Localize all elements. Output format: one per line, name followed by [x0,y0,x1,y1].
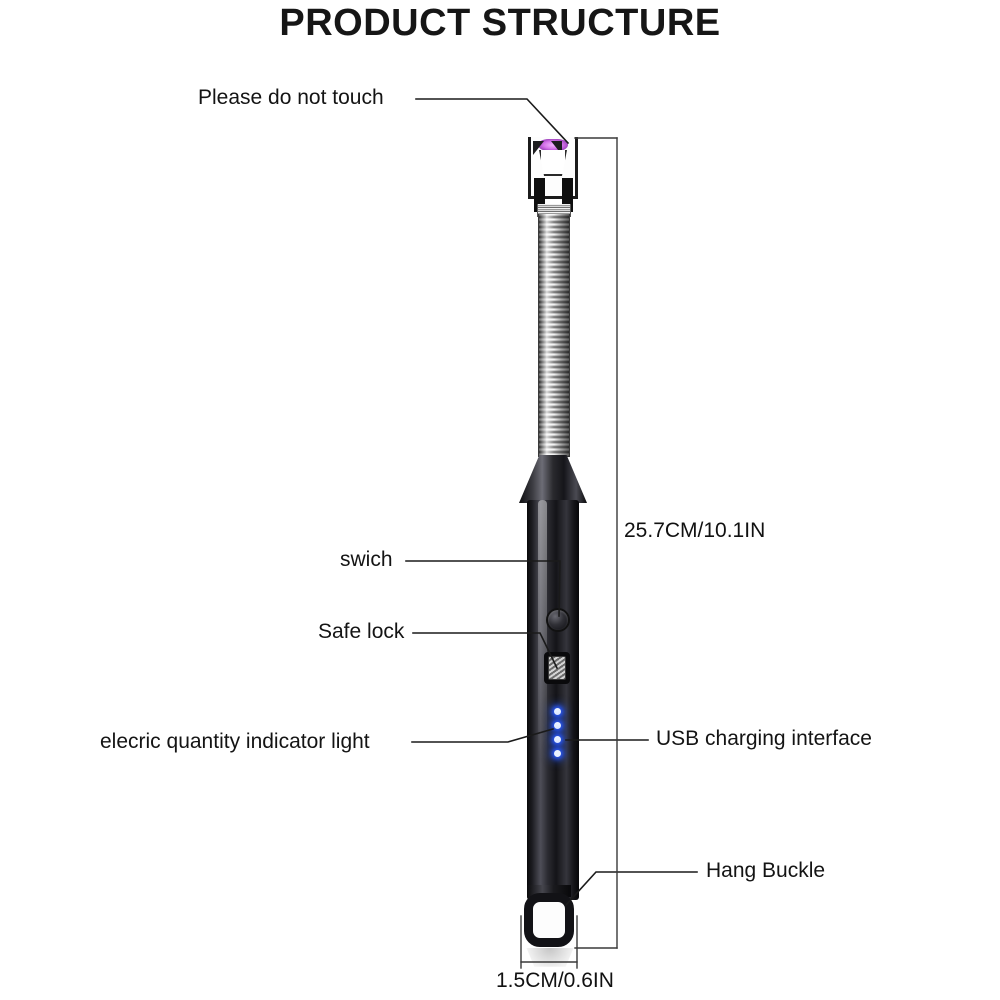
lighter-body [527,500,579,900]
callout-label-hang-buckle: Hang Buckle [706,859,826,882]
neck-ferrule [537,204,571,217]
electrode-left-icon [533,141,544,155]
power-switch-button[interactable] [548,610,568,630]
head-prong-left [534,178,545,212]
leader-safe-lock [412,632,559,670]
hang-buckle-loop [524,893,574,947]
battery-led-2 [554,722,561,729]
callout-label-safe-lock: Safe lock [318,620,405,643]
battery-led-4 [554,750,561,757]
dimension-label-width: 1.5CM/0.6IN [496,969,614,992]
leader-indicator-light [411,728,554,743]
battery-led-3 [554,736,561,743]
flexible-gooseneck [538,214,570,457]
body-highlight [538,500,547,760]
leader-hang-buckle [564,871,698,907]
head-prong-right [562,178,573,212]
callout-label-do-not-touch: Please do not touch [198,86,384,109]
callout-label-usb: USB charging interface [656,727,872,750]
callout-label-indicator-light: elecric quantity indicator light [100,730,370,753]
leader-switch [405,560,561,617]
page-title: PRODUCT STRUCTURE [279,2,721,44]
battery-led-1 [554,708,561,715]
dimension-label-length: 25.7CM/10.1IN [624,519,766,542]
callout-label-switch: swich [340,548,393,571]
leader-do-not-touch [415,98,570,145]
electrode-right-icon [551,141,562,155]
